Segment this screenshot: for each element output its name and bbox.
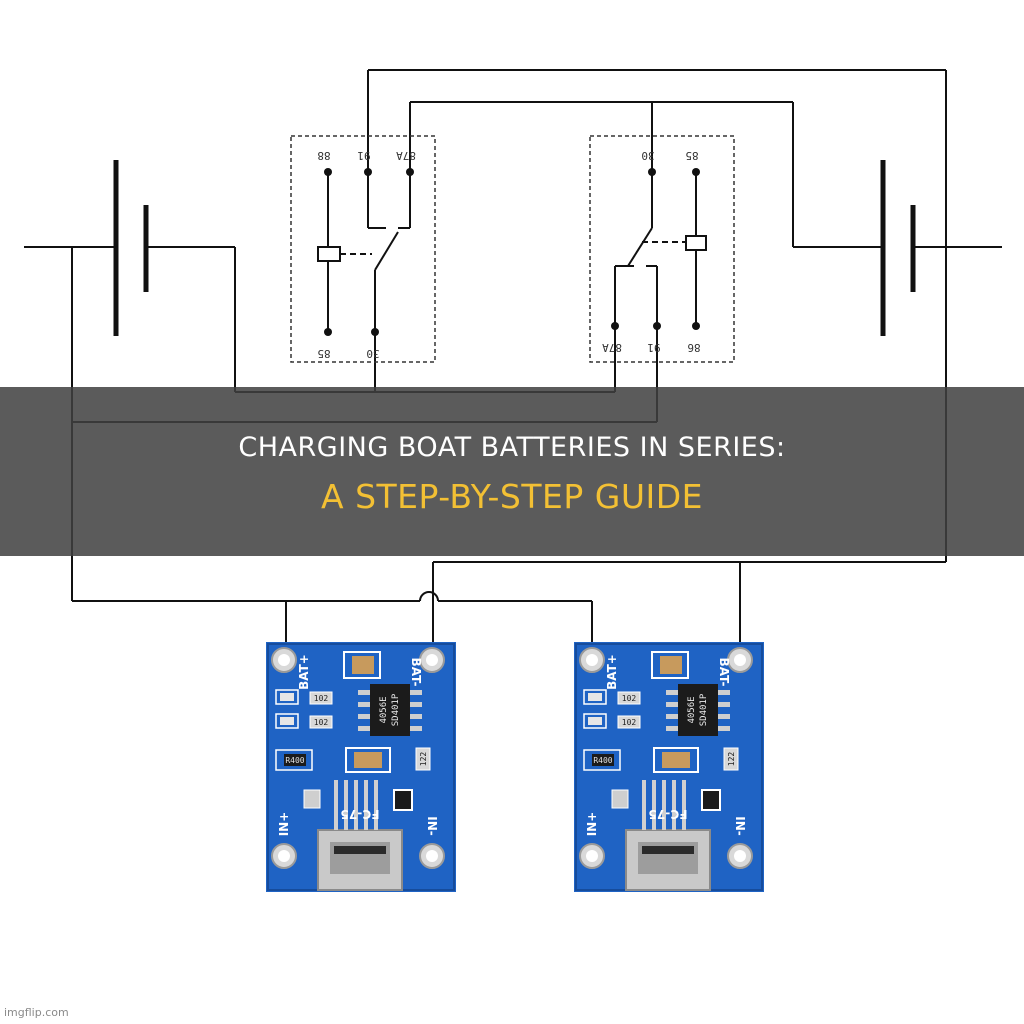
bat-plus-label: BAT+ <box>605 654 619 690</box>
resistor-label-2: 102 <box>622 718 637 727</box>
watermark: imgflip.com <box>4 1006 69 1019</box>
connector-label: FC-75 <box>649 807 688 821</box>
battery-left <box>113 160 149 336</box>
chip-label-2: SD401P <box>699 693 709 726</box>
relay-left: 88 91 87A 85 30 <box>290 135 436 363</box>
resistor-label-2: 102 <box>314 718 329 727</box>
relay-right-pin-85: 85 <box>685 149 698 162</box>
relay-left-pin-88: 88 <box>317 149 330 162</box>
resistor-label-1: 102 <box>622 694 637 703</box>
relay-left-pin-85: 85 <box>317 347 330 360</box>
charger-board-left: BAT+ BAT- IN+ IN- 4056E SD401P FC-75 102… <box>265 641 457 893</box>
wiring <box>24 69 1002 660</box>
in-minus-label: IN- <box>733 816 747 836</box>
bat-minus-label: BAT- <box>717 658 731 687</box>
resistor-label-4: 122 <box>727 752 736 767</box>
battery-right <box>880 160 916 336</box>
chip-label-1: 4056E <box>379 696 389 723</box>
relay-left-pin-87a: 87A <box>396 149 416 162</box>
in-plus-label: IN+ <box>277 812 291 837</box>
title-banner <box>0 387 1024 556</box>
resistor-label-4: 122 <box>419 752 428 767</box>
relay-left-pin-30: 30 <box>366 347 379 360</box>
connector-label: FC-75 <box>341 807 380 821</box>
relay-right-pin-87a: 87A <box>602 341 622 354</box>
chip-label-1: 4056E <box>687 696 697 723</box>
resistor-label-3: R400 <box>593 756 612 765</box>
relay-right-pin-30: 30 <box>641 149 654 162</box>
bat-plus-label: BAT+ <box>297 654 311 690</box>
resistor-label-1: 102 <box>314 694 329 703</box>
page-title: CHARGING BOAT BATTERIES IN SERIES: <box>238 432 786 463</box>
bat-minus-label: BAT- <box>409 658 423 687</box>
relay-right-pin-86: 86 <box>687 341 700 354</box>
page-subtitle: A STEP-BY-STEP GUIDE <box>321 477 703 516</box>
relay-right: 30 85 87A 91 86 <box>589 135 735 363</box>
in-minus-label: IN- <box>425 816 439 836</box>
chip-label-2: SD401P <box>391 693 401 726</box>
resistor-label-3: R400 <box>285 756 304 765</box>
relay-right-pin-91: 91 <box>647 341 660 354</box>
charger-board-right: BAT+ BAT- IN+ IN- 4056E SD401P FC-75 102… <box>573 641 765 893</box>
in-plus-label: IN+ <box>585 812 599 837</box>
relay-left-pin-91: 91 <box>357 149 370 162</box>
